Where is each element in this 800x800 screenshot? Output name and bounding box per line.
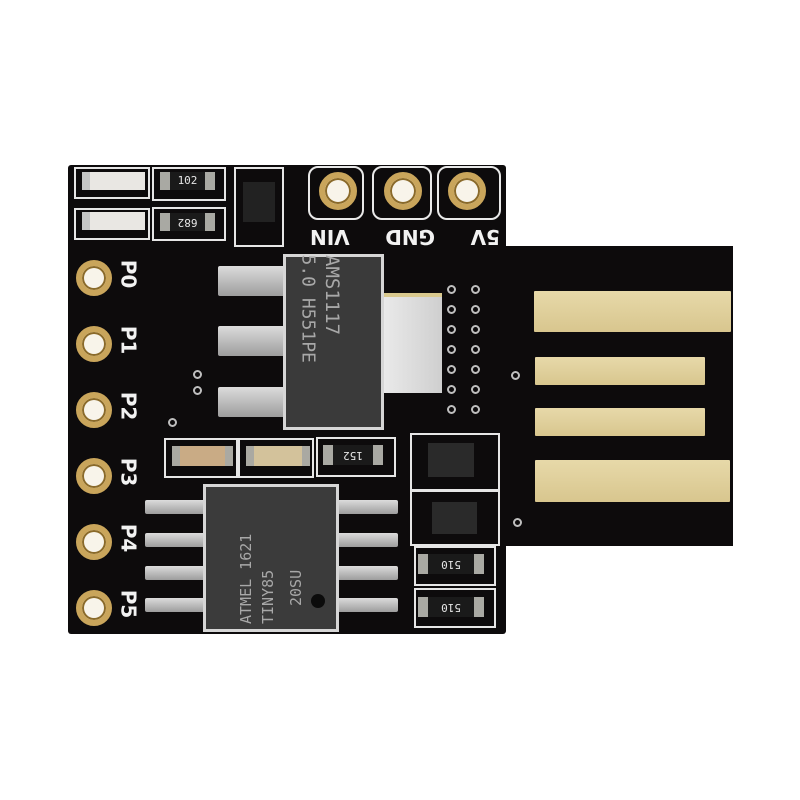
status-led bbox=[82, 212, 145, 230]
usb-contact-vbus bbox=[534, 291, 731, 332]
usb-contact-dminus bbox=[535, 357, 705, 385]
p2-pad bbox=[76, 392, 112, 428]
led-outline bbox=[74, 167, 150, 199]
mcu-pin-4 bbox=[145, 598, 207, 612]
resistor-510-a: 510 bbox=[418, 554, 484, 574]
ams1117-regulator: AMS1117 5.0 H551PE bbox=[283, 254, 384, 430]
usb-contact-dplus bbox=[535, 408, 705, 436]
diode-outline bbox=[410, 490, 500, 546]
mcu-pin-5 bbox=[332, 598, 398, 612]
transistor-outline bbox=[234, 167, 284, 247]
p5-pad bbox=[76, 590, 112, 626]
power-led bbox=[82, 172, 145, 190]
mcu-text-line3: 20SU bbox=[287, 569, 305, 606]
mcu-pin-2 bbox=[145, 533, 207, 547]
p3-pad bbox=[76, 458, 112, 494]
label-vin: VIN bbox=[310, 225, 350, 249]
resistor-outline bbox=[152, 207, 226, 241]
resistor-152: 152 bbox=[323, 445, 383, 465]
label-p3: P3 bbox=[116, 457, 141, 487]
resistor-682: 682 bbox=[160, 213, 215, 231]
regulator-pin bbox=[218, 387, 292, 417]
capacitor bbox=[246, 446, 310, 466]
header-outline bbox=[308, 166, 364, 220]
label-p2: P2 bbox=[116, 391, 141, 421]
p4-pad bbox=[76, 524, 112, 560]
label-gnd: GND bbox=[385, 225, 436, 249]
zener-diode-1 bbox=[428, 443, 474, 477]
regulator-pin bbox=[218, 326, 292, 356]
resistor-510-b: 510 bbox=[418, 597, 484, 617]
capacitor-outline bbox=[164, 438, 238, 478]
via-grid bbox=[447, 285, 487, 415]
5v-pad bbox=[448, 172, 486, 210]
led-outline bbox=[74, 208, 150, 240]
via bbox=[168, 418, 177, 427]
mcu-text-line2: TINY85 bbox=[259, 569, 277, 624]
p0-pad bbox=[76, 260, 112, 296]
header-labels: VIN GND 5V bbox=[310, 223, 500, 249]
mcu-pin-3 bbox=[145, 566, 207, 580]
p1-pad bbox=[76, 326, 112, 362]
label-p1: P1 bbox=[116, 325, 141, 355]
side-pin-column bbox=[68, 248, 116, 634]
via bbox=[193, 370, 202, 379]
zener-diode-2 bbox=[432, 502, 477, 534]
label-p0: P0 bbox=[116, 259, 141, 289]
vin-pad bbox=[319, 172, 357, 210]
resistor-102: 102 bbox=[160, 172, 215, 190]
label-p4: P4 bbox=[116, 523, 141, 553]
resistor-outline bbox=[414, 546, 496, 586]
capacitor bbox=[172, 446, 233, 466]
via bbox=[511, 371, 520, 380]
via bbox=[513, 518, 522, 527]
attiny85-mcu: ATMEL 1621 TINY85 20SU bbox=[203, 484, 339, 632]
regulator-pin bbox=[218, 266, 292, 296]
usb-contact-gnd bbox=[535, 460, 730, 502]
mcu-pin-7 bbox=[332, 533, 398, 547]
resistor-outline bbox=[414, 588, 496, 628]
resistor-outline bbox=[316, 437, 396, 477]
resistor-outline bbox=[152, 167, 226, 201]
gnd-pad bbox=[384, 172, 422, 210]
regulator-text-line1: AMS1117 bbox=[321, 255, 343, 336]
capacitor-outline bbox=[238, 438, 314, 478]
mcu-text-line1: ATMEL 1621 bbox=[237, 533, 255, 624]
via bbox=[193, 386, 202, 395]
header-outline bbox=[372, 166, 432, 220]
zener-diode bbox=[243, 182, 275, 222]
mcu-pin-6 bbox=[332, 566, 398, 580]
label-p5: P5 bbox=[116, 589, 141, 619]
mcu-pin-8 bbox=[332, 500, 398, 514]
pin1-marker bbox=[311, 594, 325, 608]
mcu-pin-1 bbox=[145, 500, 207, 514]
label-5v: 5V bbox=[470, 225, 500, 249]
regulator-text-line2: 5.0 H551PE bbox=[297, 254, 319, 363]
header-outline bbox=[437, 166, 501, 220]
